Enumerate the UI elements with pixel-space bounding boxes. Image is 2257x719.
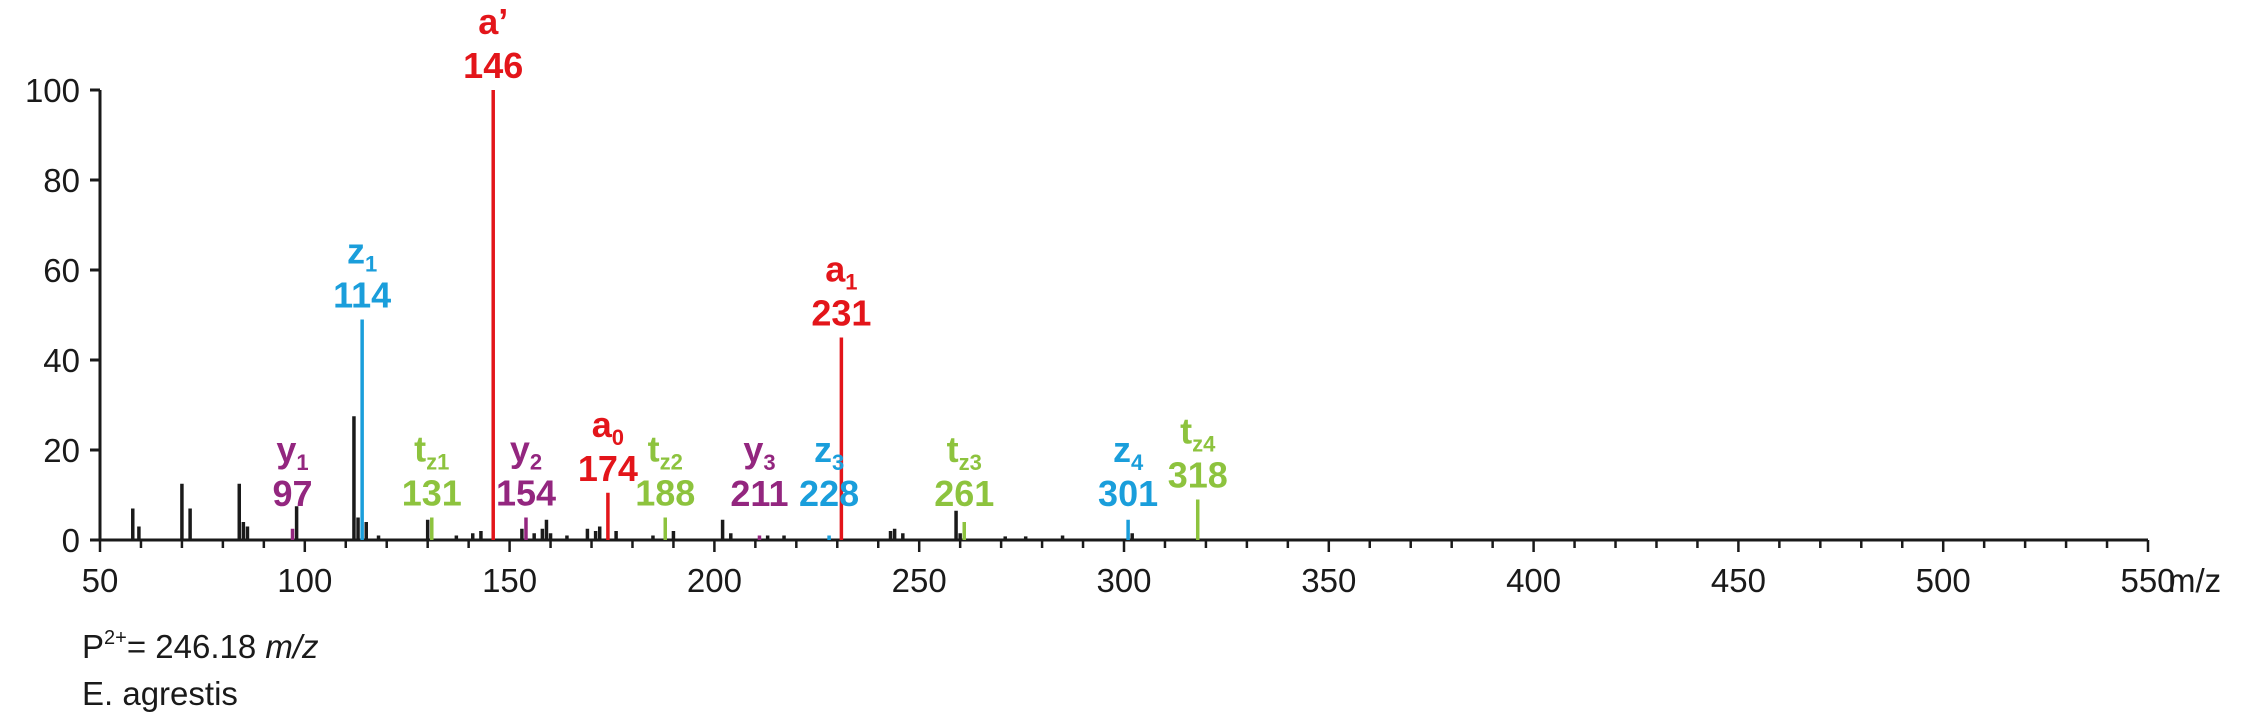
- peak-mz-label: 301: [1098, 473, 1158, 514]
- peak-ion-label: z3: [814, 429, 844, 475]
- peak-mz-label: 174: [578, 448, 638, 489]
- x-tick-label: 450: [1711, 562, 1766, 599]
- peak-mz-label: 261: [934, 473, 994, 514]
- peak-ion-label: a0: [592, 404, 624, 450]
- peak-ion-label: z1: [347, 231, 377, 277]
- peak-ion-label: y2: [510, 429, 542, 475]
- y-axis: 0 20 40 60 80 100: [25, 72, 102, 559]
- y-tick-label: 60: [43, 252, 80, 289]
- y-tick-label: 40: [43, 342, 80, 379]
- peak-ion-label: y3: [743, 429, 775, 475]
- peak-mz-label: 97: [272, 473, 312, 514]
- x-tick-label: 150: [482, 562, 537, 599]
- x-tick-label: 350: [1301, 562, 1356, 599]
- peak-mz-label: 231: [811, 293, 871, 334]
- peak-mz-label: 114: [333, 275, 391, 316]
- peak-mz-label: 154: [496, 473, 556, 514]
- peak-ion-label: tz2: [648, 429, 683, 475]
- y-tick-label: 100: [25, 72, 80, 109]
- peak-ion-label: y1: [276, 429, 308, 475]
- peak-mz-label: 131: [402, 473, 462, 514]
- x-tick-label: 500: [1916, 562, 1971, 599]
- x-axis-label: m/z: [2168, 562, 2221, 599]
- spectrum-peaks: [131, 90, 1200, 540]
- y-tick-label: 80: [43, 162, 80, 199]
- peak-mz-label: 211: [730, 473, 788, 514]
- x-tick-label: 250: [892, 562, 947, 599]
- peak-ion-label: tz1: [414, 429, 449, 475]
- peak-mz-label: 318: [1168, 455, 1228, 496]
- peak-mz-label: 188: [635, 473, 695, 514]
- x-tick-label: 100: [277, 562, 332, 599]
- x-tick-label: 300: [1096, 562, 1151, 599]
- x-tick-label: 400: [1506, 562, 1561, 599]
- species-caption: E. agrestis: [82, 675, 238, 712]
- x-tick-label: 200: [687, 562, 742, 599]
- precursor-caption: P2+= 246.18 m/z: [82, 627, 319, 665]
- peak-ion-label: tz3: [947, 429, 982, 475]
- x-tick-label: 50: [82, 562, 119, 599]
- peak-ion-label: a’: [478, 1, 508, 42]
- peak-ion-label: tz4: [1180, 411, 1216, 457]
- peak-mz-label: 228: [799, 473, 859, 514]
- x-tick-label: 550: [2120, 562, 2175, 599]
- peak-mz-label: 146: [463, 45, 523, 86]
- y-tick-label: 0: [62, 522, 80, 559]
- peak-ion-label: a1: [825, 249, 857, 295]
- peak-ion-label: z4: [1113, 429, 1144, 475]
- y-tick-label: 20: [43, 432, 80, 469]
